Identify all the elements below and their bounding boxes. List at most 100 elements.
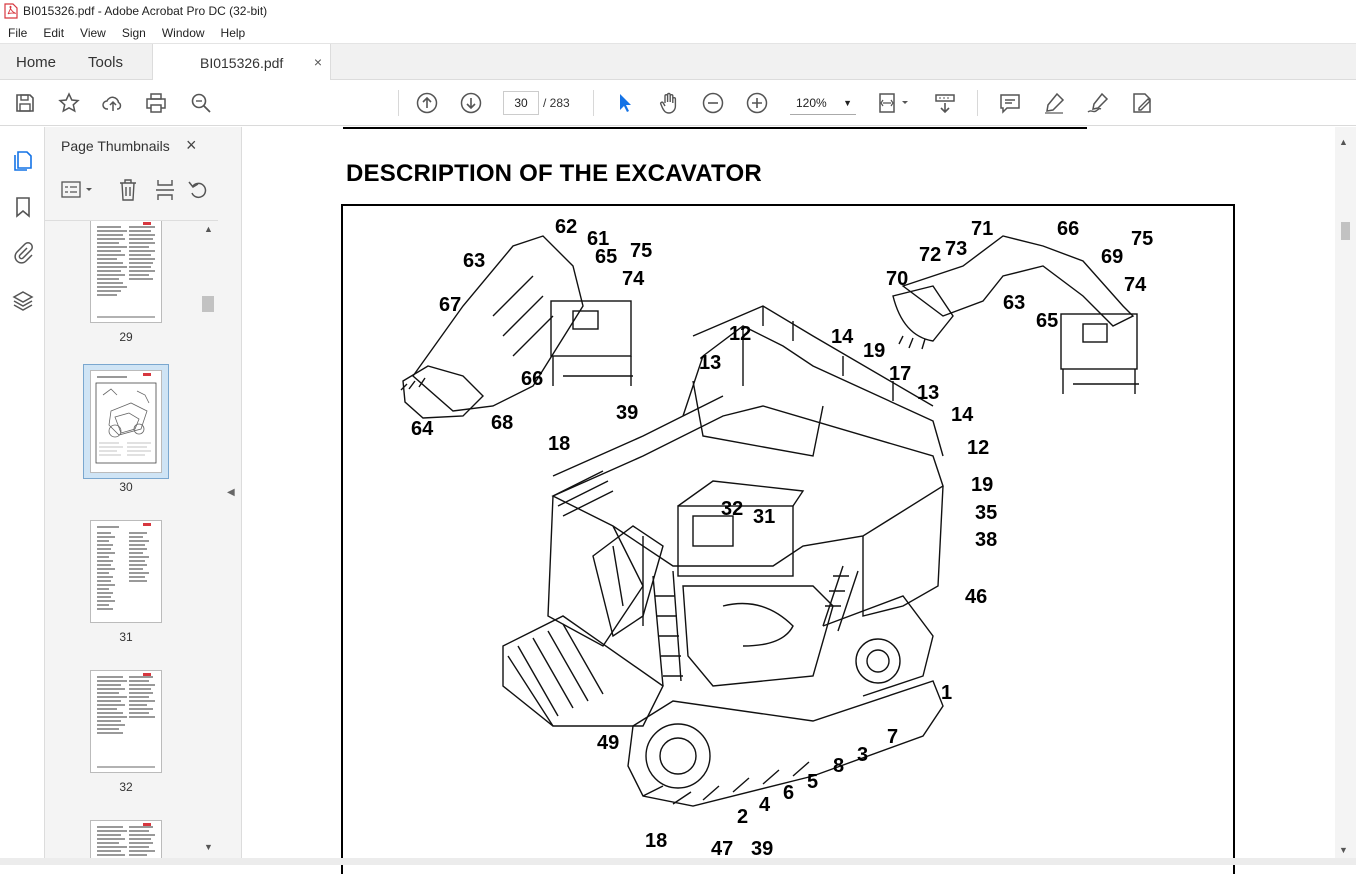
callout-label: 71 [971, 218, 994, 240]
save-icon[interactable] [13, 91, 37, 115]
menu-sign[interactable]: Sign [121, 25, 146, 40]
extract-page-icon[interactable] [154, 178, 176, 202]
page-thumbnail[interactable] [90, 670, 162, 773]
next-page-icon[interactable] [459, 91, 483, 115]
callout-label: 74 [1124, 274, 1147, 296]
callout-label: 17 [889, 363, 912, 385]
callout-label: 63 [1003, 292, 1026, 314]
main-toolbar [0, 80, 1356, 126]
callout-label: 73 [945, 238, 968, 260]
callout-label: 67 [439, 294, 462, 316]
callout-label: 35 [975, 502, 998, 524]
select-cursor-icon[interactable] [613, 91, 637, 115]
scroll-down-icon[interactable]: ▼ [204, 842, 213, 852]
chevron-down-icon: ▼ [843, 98, 852, 108]
zoom-in-icon[interactable] [745, 91, 769, 115]
toolbar-divider [593, 90, 594, 116]
menu-window[interactable]: Window [161, 25, 205, 40]
toolbar-divider [398, 90, 399, 116]
menu-file[interactable]: File [8, 25, 28, 40]
callout-label: 62 [555, 216, 578, 238]
bookmarks-icon[interactable] [11, 195, 35, 219]
menu-help[interactable]: Help [220, 25, 246, 40]
callout-label: 65 [1036, 310, 1059, 332]
tab-home[interactable]: Home [16, 53, 57, 71]
page-thumbnail[interactable] [90, 520, 162, 623]
page-thumbnails-icon[interactable] [11, 149, 35, 173]
callout-label: 18 [645, 830, 668, 852]
callout-label: 5 [807, 771, 819, 793]
delete-page-icon[interactable] [117, 178, 139, 202]
callout-label: 70 [886, 268, 909, 290]
menu-edit[interactable]: Edit [43, 25, 65, 40]
callout-label: 69 [1101, 246, 1124, 268]
page-fit-icon[interactable] [877, 91, 911, 115]
hand-pan-icon[interactable] [657, 91, 681, 115]
page-thumbnail[interactable] [90, 820, 162, 865]
scroll-down-icon[interactable]: ▼ [1339, 845, 1348, 855]
layers-icon[interactable] [11, 289, 35, 313]
callout-label: 31 [753, 506, 776, 528]
thumbnail-options-icon[interactable] [61, 179, 95, 201]
scrollbar-thumb[interactable] [1341, 222, 1350, 240]
callout-label: 3 [857, 744, 869, 766]
thumbnail-page-label: 29 [119, 330, 133, 344]
document-scrollbar[interactable]: ▲ ▼ [1335, 127, 1356, 865]
upload-cloud-icon[interactable] [101, 91, 125, 115]
callout-label: 18 [548, 433, 571, 455]
page-total: / 283 [543, 96, 570, 110]
previous-page-icon[interactable] [415, 91, 439, 115]
zoom-level-select[interactable]: 120% ▼ [790, 91, 856, 115]
callout-label: 1 [941, 682, 953, 704]
tab-document[interactable]: BI015326.pdf × [152, 44, 331, 81]
thumbnail-content [97, 673, 155, 768]
print-icon[interactable] [144, 91, 168, 115]
callout-label: 14 [831, 326, 854, 348]
collapse-panel-icon[interactable]: ◀ [227, 487, 235, 498]
thumbnail-content [97, 523, 151, 610]
zoom-level-value: 120% [796, 96, 827, 110]
page-number-input[interactable]: 30 [503, 91, 539, 115]
attachments-icon[interactable] [11, 241, 35, 265]
scrollbar-thumb[interactable] [202, 296, 214, 312]
callout-label: 66 [521, 368, 544, 390]
callout-label: 14 [951, 404, 974, 426]
edit-pdf-icon[interactable] [1130, 91, 1154, 115]
bookmark-star-icon[interactable] [57, 91, 81, 115]
callout-label: 19 [863, 340, 886, 362]
callout-label: 72 [919, 244, 942, 266]
acrobat-pdf-icon [4, 3, 18, 19]
callout-label: 66 [1057, 218, 1080, 240]
fill-sign-icon[interactable] [1086, 91, 1110, 115]
thumbnails-panel-title: Page Thumbnails [61, 138, 170, 154]
thumbnail-scrollbar[interactable]: ▲ ▼ [201, 220, 216, 860]
title-bar: BI015326.pdf - Adobe Acrobat Pro DC (32-… [0, 0, 1356, 22]
callout-label: 47 [711, 838, 734, 860]
callout-label: 75 [630, 240, 653, 262]
horizontal-scrollbar[interactable] [0, 858, 1356, 865]
menu-view[interactable]: View [80, 25, 106, 40]
zoom-out-icon[interactable] [701, 91, 725, 115]
comment-icon[interactable] [998, 91, 1022, 115]
scroll-up-icon[interactable]: ▲ [204, 224, 213, 234]
tab-document-label: BI015326.pdf [200, 54, 284, 71]
callout-label: 8 [833, 755, 845, 777]
callout-label: 13 [699, 352, 722, 374]
search-icon[interactable] [189, 91, 213, 115]
close-panel-icon[interactable]: × [186, 135, 197, 155]
panel-collapse-strip[interactable]: ◀ [218, 127, 242, 865]
scroll-up-icon[interactable]: ▲ [1339, 137, 1348, 147]
callout-label: 68 [491, 412, 514, 434]
callout-label: 13 [917, 382, 940, 404]
left-navigation-rail [0, 127, 45, 865]
scroll-mode-icon[interactable] [933, 91, 957, 115]
page-thumbnail-current[interactable] [90, 370, 162, 473]
page-thumbnail[interactable] [90, 221, 162, 323]
tab-tools[interactable]: Tools [88, 53, 124, 71]
document-viewport[interactable] [242, 127, 1335, 865]
highlight-pen-icon[interactable] [1042, 91, 1066, 115]
callout-label: 75 [1131, 228, 1154, 250]
rotate-page-icon[interactable] [187, 178, 209, 202]
tab-close-icon[interactable]: × [313, 54, 322, 70]
